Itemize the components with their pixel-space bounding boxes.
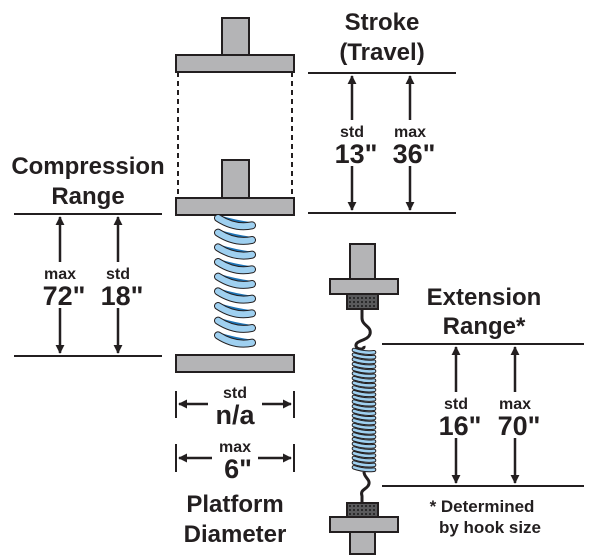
- ext-top-hook: [354, 309, 372, 351]
- compression-spring-coil: [214, 214, 256, 348]
- mid-platform: [175, 197, 295, 216]
- ext-top-knurled-nut: [346, 293, 379, 310]
- coil-front-strand: [352, 367, 376, 373]
- coil-front-strand: [352, 376, 376, 383]
- coil-front-strand: [215, 303, 255, 318]
- extension-range-dimension: Extension Range* std 16" max 70" * Deter…: [382, 284, 584, 537]
- coil-front-strand: [352, 348, 376, 354]
- ext-top-post: [349, 243, 376, 281]
- mid-post: [221, 159, 250, 201]
- coil-front-strand: [352, 414, 376, 420]
- coil-front-strand: [215, 215, 255, 230]
- extension-title-line1: Extension: [427, 284, 542, 311]
- stroke-title-line2: (Travel): [339, 39, 424, 66]
- compression-title-line1: Compression: [11, 153, 164, 180]
- compression-max-value: 72": [43, 281, 86, 311]
- platform-diameter-dimension: std n/a max 6" Platform Diameter: [175, 385, 295, 548]
- coil-front-strand: [352, 456, 376, 462]
- compression-std-value: 18": [101, 281, 144, 311]
- coil-front-strand: [352, 395, 376, 401]
- coil-front-strand: [215, 229, 255, 244]
- base-platform: [175, 354, 295, 373]
- coil-front-strand: [352, 386, 376, 392]
- platform-std-value: n/a: [215, 400, 255, 430]
- coil-front-strand: [215, 244, 255, 259]
- coil-front-strand: [352, 442, 376, 448]
- coil-front-strand: [352, 381, 376, 387]
- ext-bottom-knurled-nut: [346, 502, 379, 518]
- ext-bottom-platform: [329, 516, 399, 533]
- coil-front-strand: [352, 358, 376, 364]
- footnote-line1: * Determined: [430, 497, 535, 516]
- stroke-std-value: 13": [335, 139, 378, 169]
- ext-bottom-post: [349, 531, 376, 555]
- top-post: [221, 17, 250, 57]
- coil-front-strand: [352, 362, 376, 369]
- coil-front-strand: [352, 437, 376, 444]
- coil-front-strand: [352, 451, 376, 458]
- platform-std-label: std: [223, 385, 247, 402]
- ext-top-platform: [329, 278, 399, 295]
- coil-front-strand: [215, 288, 255, 303]
- coil-front-strand: [352, 405, 376, 411]
- coil-front-strand: [352, 372, 376, 378]
- coil-front-strand: [215, 273, 255, 288]
- extension-std-label: std: [444, 396, 468, 413]
- compression-std-label: std: [106, 266, 130, 283]
- coil-front-strand: [215, 332, 255, 347]
- platform-max-label: max: [219, 439, 251, 456]
- stroke-std-label: std: [340, 124, 364, 141]
- extension-max-label: max: [499, 396, 531, 413]
- stroke-max-value: 36": [393, 139, 436, 169]
- extension-title-line2: Range*: [443, 313, 526, 340]
- ext-bottom-hook: [360, 471, 371, 504]
- coil-front-strand: [215, 259, 255, 274]
- top-platform: [175, 54, 295, 73]
- coil-front-strand: [352, 390, 376, 397]
- coil-front-strand: [352, 428, 376, 434]
- coil-front-strand: [352, 447, 376, 453]
- coil-front-strand: [352, 353, 376, 359]
- extension-max-value: 70": [498, 411, 541, 441]
- top-platform-assembly: [175, 17, 295, 73]
- platform-title-line1: Platform: [186, 491, 283, 518]
- compression-max-label: max: [44, 266, 76, 283]
- stroke-dimension: Stroke (Travel) std 13" max 36": [308, 9, 456, 214]
- coil-front-strand: [352, 433, 376, 439]
- coil-front-strand: [352, 466, 376, 472]
- stroke-max-label: max: [394, 124, 426, 141]
- compression-spring-assembly: [175, 159, 295, 373]
- footnote-line2: by hook size: [439, 518, 541, 537]
- extension-std-value: 16": [439, 411, 482, 441]
- coil-front-strand: [215, 317, 255, 332]
- coil-front-strand: [352, 423, 376, 430]
- coil-front-strand: [352, 400, 376, 406]
- coil-front-strand: [352, 409, 376, 415]
- extension-spring-assembly: [329, 243, 399, 555]
- platform-title-line2: Diameter: [184, 521, 287, 548]
- coil-front-strand: [352, 419, 376, 425]
- compression-range-dimension: Compression Range max 72" std 18": [11, 153, 165, 357]
- platform-max-value: 6": [224, 454, 252, 484]
- compression-title-line2: Range: [51, 183, 124, 210]
- stroke-title-line1: Stroke: [345, 9, 420, 36]
- coil-front-strand: [352, 461, 376, 467]
- extension-spring-coil: [351, 347, 377, 473]
